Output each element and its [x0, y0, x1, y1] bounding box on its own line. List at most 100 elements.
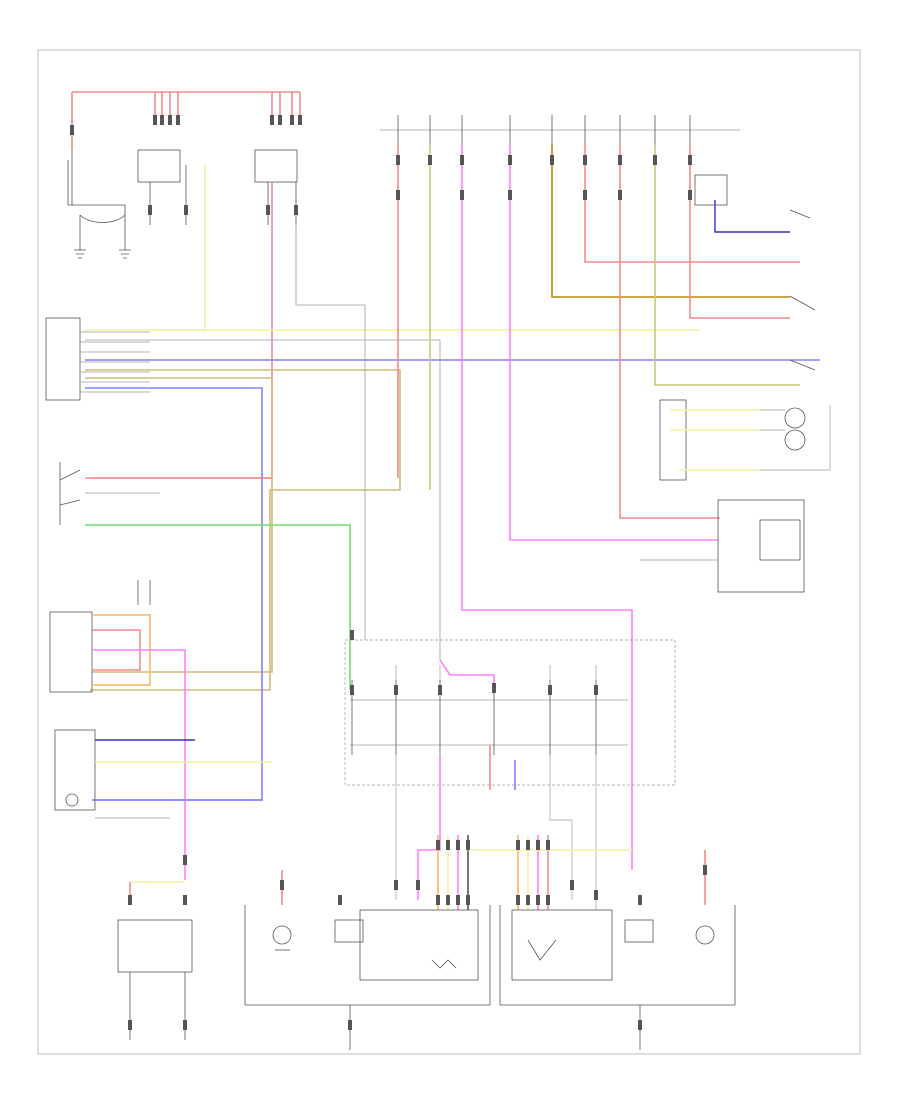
connector-pin [688, 155, 692, 165]
connector-pin [618, 155, 622, 165]
wire-navy-path [714, 200, 790, 233]
connector-pin [128, 895, 132, 905]
ground-symbol-2 [119, 249, 131, 259]
headlamp-module-right [511, 909, 613, 981]
wire-gray-l-path [85, 339, 441, 660]
connector-pin [638, 1020, 642, 1030]
connector-pin [168, 115, 172, 125]
wire-blue-path [85, 387, 263, 801]
connector-pin [416, 880, 420, 890]
wire-pink-path [461, 145, 633, 870]
connector-pin [526, 840, 530, 850]
connector-pin [428, 155, 432, 165]
connector-pin [176, 115, 180, 125]
connector-pin [290, 115, 294, 125]
connector-pin [653, 155, 657, 165]
wire-brown-path [551, 145, 790, 298]
connector-pin [516, 840, 520, 850]
connector-pin [184, 205, 188, 215]
connector-pin [536, 840, 540, 850]
headlamp-connector-left [334, 919, 364, 943]
connector-pin [594, 685, 598, 695]
connector-pin [266, 205, 270, 215]
connector-pin [436, 840, 440, 850]
connector-pin [583, 155, 587, 165]
combo-switch-box [54, 729, 96, 811]
connector-pin [183, 1020, 187, 1030]
wire-red-path [271, 92, 301, 120]
battery-group [67, 91, 301, 259]
fuse-block-center [344, 639, 676, 910]
connector-pin [618, 190, 622, 200]
connector-pin [394, 880, 398, 890]
wire-gray-l-path [295, 225, 366, 640]
fuse-block-frame [344, 639, 676, 786]
connector-pin [298, 115, 302, 125]
connector-pin [396, 155, 400, 165]
wire-pink-path [509, 145, 718, 541]
wire-yellow-path [670, 409, 760, 471]
meter-inner [759, 519, 801, 561]
headlamp-connector-right [624, 919, 654, 943]
fusible-link-block-2 [254, 149, 298, 183]
ecu-box [45, 317, 81, 401]
headlamp-module-left [359, 909, 479, 981]
wire-red-path [584, 145, 800, 263]
connector-pin [438, 685, 442, 695]
fuse-relay-box-right [694, 174, 728, 206]
relay-box-left [49, 611, 93, 693]
right-switches [659, 209, 831, 481]
connector-pin [278, 115, 282, 125]
connector-pin [516, 895, 520, 905]
wire-pink-path [92, 649, 186, 880]
fusible-link-block-1 [137, 149, 181, 183]
connector-pin [294, 205, 298, 215]
wire-olive-path [654, 145, 800, 386]
connector-marks [70, 115, 707, 1030]
headlamp-relay-left [49, 580, 186, 880]
combination-meter [640, 499, 805, 593]
connector-pin [546, 895, 550, 905]
connector-pin [508, 190, 512, 200]
connector-pin [396, 190, 400, 200]
wire-tan-path [85, 369, 401, 691]
combo-switch-knob [65, 793, 79, 807]
combination-switch [54, 729, 272, 819]
lamp-switch-block [659, 399, 687, 481]
connector-pin [526, 895, 530, 905]
meter-box [717, 499, 805, 593]
connector-pin [70, 125, 74, 135]
left-column-wires [85, 165, 820, 801]
connector-pin [536, 895, 540, 905]
connector-pin [492, 683, 496, 693]
lamp-bulb-2 [784, 429, 806, 451]
connector-pin [394, 685, 398, 695]
connector-pin [456, 840, 460, 850]
connector-pin [338, 895, 342, 905]
wire-yellow-path [85, 165, 206, 331]
ground-symbol-1 [74, 249, 86, 259]
connector-pin [466, 840, 470, 850]
connector-pin [466, 895, 470, 905]
connector-pin [460, 190, 464, 200]
wire-red-path [154, 92, 179, 120]
connector-pin [148, 205, 152, 215]
connector-pin [688, 190, 692, 200]
connector-pin [280, 880, 284, 890]
connector-pin [128, 1020, 132, 1030]
connector-pin [703, 865, 707, 875]
connector-pin [160, 115, 164, 125]
connector-pin [436, 895, 440, 905]
wire-red-path [689, 145, 790, 319]
connector-pin [550, 155, 554, 165]
connector-pin [460, 155, 464, 165]
connector-pin [350, 630, 354, 640]
headlamp-left [244, 870, 491, 1050]
connector-pin [348, 1020, 352, 1030]
wire-pink-d-path [439, 659, 495, 690]
wire-red-path [619, 145, 720, 519]
headlamp-bulb-right [695, 925, 715, 945]
lamp-box-bl [117, 919, 193, 973]
connector-pin [446, 840, 450, 850]
